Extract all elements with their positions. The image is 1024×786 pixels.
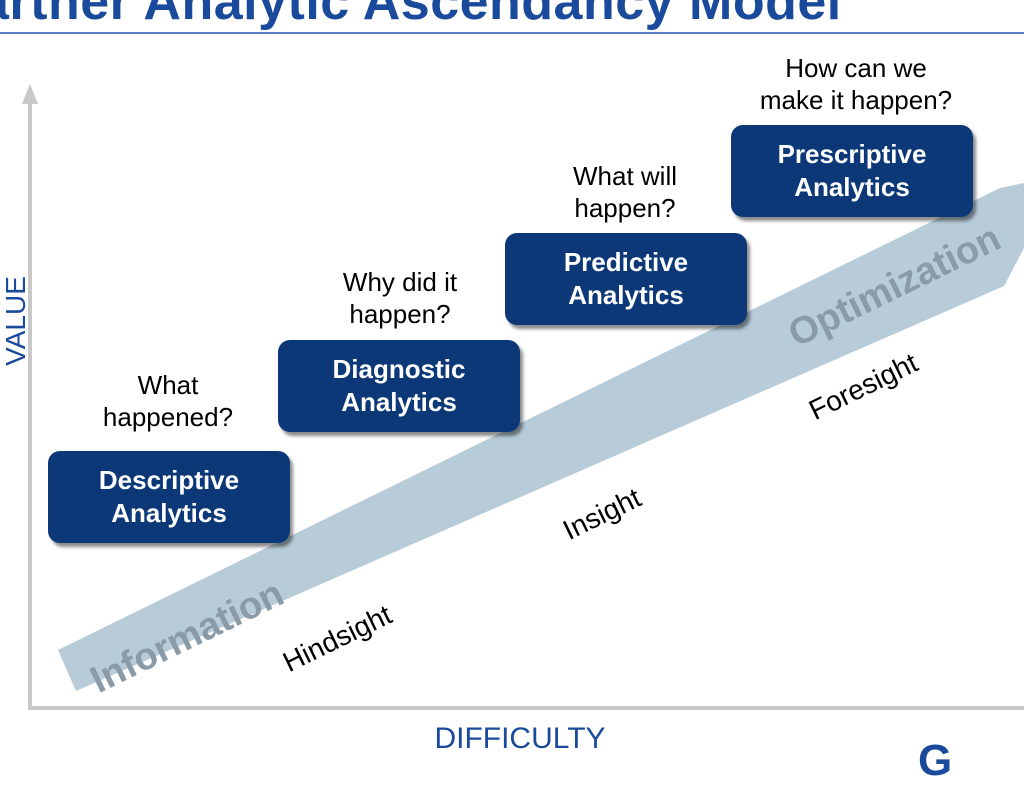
progress-band-arrow (58, 183, 1024, 691)
question-line: happen? (574, 193, 676, 223)
y-axis-arrowhead (22, 84, 38, 104)
question-diagnostic: Why did it happen? (300, 266, 500, 330)
stage-title-line: Analytics (341, 387, 457, 417)
question-line: How can we (785, 53, 927, 83)
question-descriptive: What happened? (68, 369, 268, 433)
question-line: Why did it (342, 267, 458, 297)
stage-box-descriptive: Descriptive Analytics (48, 451, 290, 543)
y-axis-label: VALUE (0, 276, 31, 366)
stage-title-line: Analytics (568, 280, 684, 310)
question-line: What (137, 370, 199, 400)
stage-box-diagnostic: Diagnostic Analytics (278, 340, 520, 432)
stage-box-prescriptive: Prescriptive Analytics (731, 125, 973, 217)
stage-title-line: Descriptive (98, 465, 240, 495)
x-axis-label: DIFFICULTY (434, 722, 606, 755)
question-predictive: What will happen? (525, 160, 725, 224)
question-line: What will (572, 161, 677, 191)
stage-title-line: Predictive (563, 247, 689, 277)
question-line: happened? (102, 402, 234, 432)
title-divider (0, 32, 1024, 34)
diagram-canvas (22, 84, 1024, 710)
question-line: happen? (349, 299, 451, 329)
page-title: artner Analytic Ascendancy Model (0, 0, 842, 31)
stage-box-predictive: Predictive Analytics (505, 233, 747, 325)
brand-logo-fragment: G (918, 736, 953, 785)
stage-title-line: Diagnostic (332, 354, 466, 384)
question-prescriptive: How can we make it happen? (726, 52, 986, 116)
question-line: make it happen? (759, 85, 953, 115)
stage-title-line: Analytics (794, 172, 910, 202)
stage-title-line: Analytics (111, 498, 227, 528)
stage-title-line: Prescriptive (777, 139, 927, 169)
